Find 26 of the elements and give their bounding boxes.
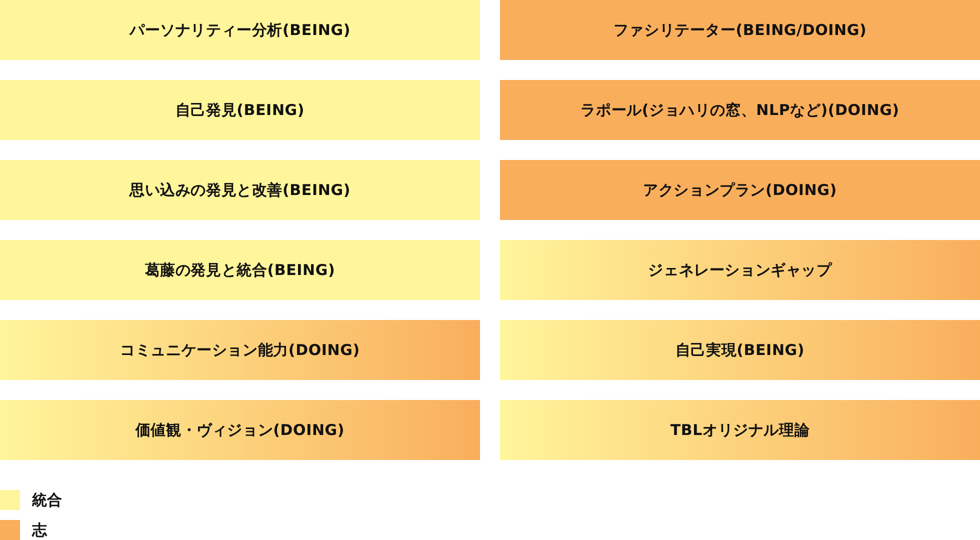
category-label: ラポール(ジョハリの窓、NLPなど)(DOING): [580, 100, 900, 120]
category-box: [0, 160, 480, 220]
category-box: [500, 80, 980, 140]
category-box: [0, 240, 480, 300]
category-box: [500, 0, 980, 60]
category-label: 自己発見(BEING): [175, 100, 305, 120]
category-label: ジェネレーションギャップ: [648, 260, 832, 280]
category-box: [500, 160, 980, 220]
category-box: [500, 240, 980, 300]
category-box: [0, 320, 480, 380]
category-box: [500, 400, 980, 460]
category-label: 思い込みの発見と改善(BEING): [130, 180, 350, 200]
category-label: パーソナリティー分析(BEING): [130, 20, 350, 40]
category-box: [0, 80, 480, 140]
legend-label: 志: [32, 520, 47, 540]
category-label: コミュニケーション能力(DOING): [120, 340, 360, 360]
category-box: [0, 0, 480, 60]
category-label: ファシリテーター(BEING/DOING): [613, 20, 867, 40]
category-label: 葛藤の発見と統合(BEING): [144, 260, 336, 280]
category-label: 自己実現(BEING): [675, 340, 805, 360]
category-label: アクションプラン(DOING): [643, 180, 837, 200]
category-box: [0, 400, 480, 460]
category-label: 価値観・ヴィジョン(DOING): [135, 420, 345, 440]
category-box: [500, 320, 980, 380]
legend-label: 統合: [32, 490, 62, 510]
category-label: TBLオリジナル理論: [670, 420, 810, 440]
